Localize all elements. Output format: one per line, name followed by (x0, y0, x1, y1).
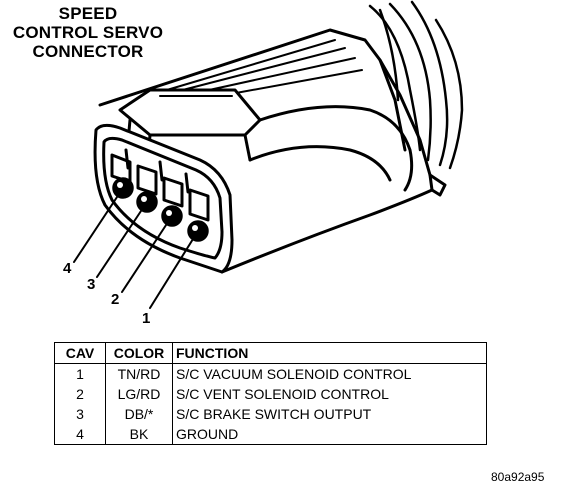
cell-color: DB/* (105, 404, 173, 424)
cell-color: BK (105, 424, 173, 445)
cell-function: GROUND (172, 424, 487, 445)
cell-function: S/C BRAKE SWITCH OUTPUT (172, 404, 487, 424)
title-line-2: CONTROL SERVO (12, 23, 164, 42)
cavity-number-labels: 4 3 2 1 (63, 260, 150, 327)
table-row: 3 DB/* S/C BRAKE SWITCH OUTPUT (54, 404, 487, 424)
header-cav: CAV (54, 342, 106, 364)
title-line-3: CONNECTOR (32, 42, 144, 61)
diagram-title: SPEED CONTROL SERVO CONNECTOR (0, 4, 176, 61)
cell-cav: 3 (54, 404, 106, 424)
cavity-label-4: 4 (63, 260, 72, 277)
cavity-label-3: 3 (87, 276, 95, 293)
cell-cav: 1 (54, 363, 106, 384)
header-color: COLOR (105, 342, 173, 364)
cell-cav: 2 (54, 384, 106, 404)
table-row: 2 LG/RD S/C VENT SOLENOID CONTROL (54, 384, 487, 404)
cell-color: TN/RD (105, 363, 173, 384)
connector-housing (93, 28, 447, 274)
pinout-table: CAV COLOR FUNCTION 1 TN/RD S/C VACUUM SO… (54, 342, 487, 445)
cavity-label-1: 1 (142, 310, 150, 327)
cell-function: S/C VACUUM SOLENOID CONTROL (172, 363, 487, 384)
table-header-row: CAV COLOR FUNCTION (54, 342, 487, 364)
cavity-label-2: 2 (111, 291, 119, 308)
wire-bundle (368, 0, 464, 170)
figure-code: 80a92a95 (491, 470, 545, 484)
connector-illustration: 4 3 2 1 (63, 0, 464, 327)
leader-lines (73, 187, 199, 309)
cell-cav: 4 (54, 424, 106, 445)
table-row: 1 TN/RD S/C VACUUM SOLENOID CONTROL (54, 363, 487, 384)
header-function: FUNCTION (172, 342, 487, 364)
cell-color: LG/RD (105, 384, 173, 404)
cell-function: S/C VENT SOLENOID CONTROL (172, 384, 487, 404)
title-line-1: SPEED (58, 4, 118, 23)
table-row: 4 BK GROUND (54, 424, 487, 445)
